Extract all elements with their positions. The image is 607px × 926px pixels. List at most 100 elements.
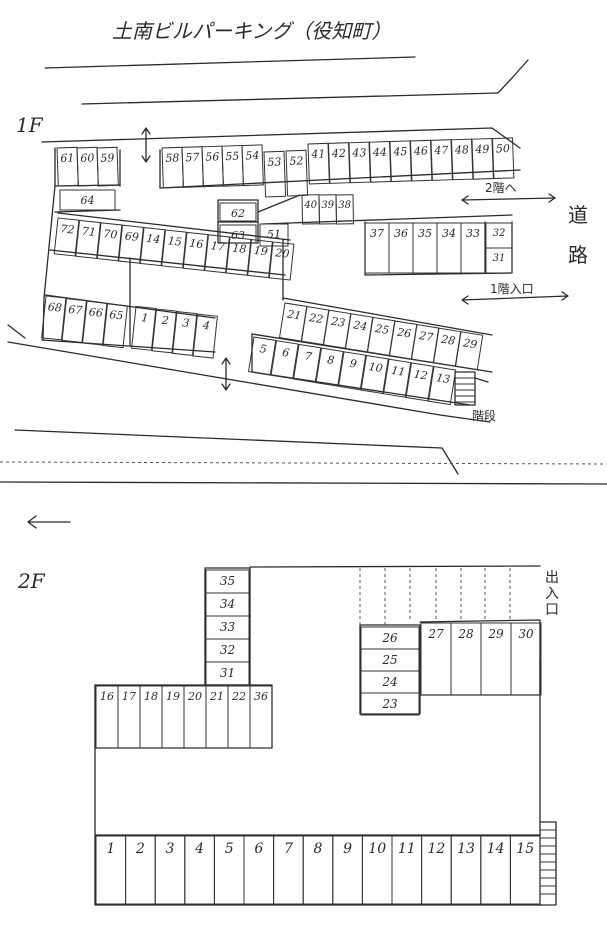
entrance-1f-label: 1階入口	[490, 281, 534, 296]
floor2-spot-13: 13	[450, 835, 482, 905]
spot-number: 28	[457, 627, 474, 641]
spot-number: 40	[303, 200, 318, 211]
floor2-spot-14: 14	[480, 835, 511, 905]
floor2-spot-18: 18	[139, 685, 163, 749]
spot-number: 63	[231, 229, 245, 242]
spot-number: 22	[231, 690, 246, 703]
spot-outline	[259, 223, 289, 247]
spot-outline	[182, 231, 209, 271]
up-down-arrow-icon	[141, 127, 151, 163]
floor1-spot-50: 50	[491, 137, 515, 180]
floor1-spot-62: 62	[219, 202, 257, 222]
spot-outline	[96, 222, 123, 262]
spot-number: 45	[392, 145, 407, 159]
spot-number: 6	[254, 841, 263, 857]
spot-number: 47	[433, 144, 448, 158]
floor2-spot-1: 1	[95, 835, 127, 905]
spot-number: 9	[343, 841, 352, 857]
spot-outline	[241, 144, 264, 187]
floor2-spot-33: 33	[205, 615, 250, 640]
floor1-spot-59: 59	[96, 146, 119, 187]
spot-number: 59	[100, 151, 114, 164]
spot-number: 10	[368, 360, 384, 375]
floor2-spot-31: 31	[205, 661, 250, 686]
floor2-spot-11: 11	[391, 835, 423, 905]
spot-number: 3	[182, 316, 190, 330]
spot-outline	[172, 311, 198, 357]
spot-outline	[102, 303, 128, 349]
spot-number: 72	[60, 222, 75, 236]
floor1-label: 1F	[16, 113, 44, 137]
floor2-spot-16: 16	[95, 685, 119, 749]
spot-number: 19	[166, 690, 180, 703]
spot-number: 60	[80, 151, 94, 164]
floor1-spot-18: 18	[225, 236, 252, 276]
floor1-spot-16: 16	[182, 231, 209, 271]
floor1-spot-60: 60	[76, 146, 99, 187]
floor1-spot-47: 47	[430, 139, 453, 181]
spot-number: 39	[321, 200, 335, 211]
spot-number: 46	[413, 144, 428, 158]
floor2-spot-19: 19	[161, 685, 185, 749]
floor2-spot-36: 36	[249, 685, 273, 749]
spot-outline	[225, 236, 252, 276]
spot-outline	[427, 366, 457, 406]
floor1-spot-44: 44	[368, 140, 392, 183]
floor2-spot-30: 30	[510, 622, 542, 696]
spot-number: 24	[351, 318, 368, 333]
floor1-spot-42: 42	[327, 142, 351, 184]
spot-outline	[131, 305, 157, 351]
floor2-spot-27: 27	[420, 622, 452, 696]
floor1-spot-3: 3	[172, 311, 198, 357]
spot-number: 16	[189, 237, 204, 251]
floor1-spot-52: 52	[285, 149, 309, 197]
spot-outline	[118, 224, 144, 264]
spot-number: 69	[124, 230, 139, 244]
spot-number: 23	[329, 315, 346, 330]
spot-outline	[53, 217, 80, 257]
floor1-spot-33: 33	[460, 222, 486, 274]
floor2-spot-2: 2	[125, 835, 156, 905]
spot-number: 26	[381, 631, 398, 645]
spot-number: 18	[144, 690, 158, 703]
spot-outline	[335, 194, 355, 225]
spot-number: 4	[201, 319, 210, 333]
spot-number: 29	[487, 627, 504, 641]
spot-number: 1	[106, 841, 115, 857]
spot-outline	[460, 222, 486, 274]
spot-number: 67	[68, 303, 83, 317]
floor1-spot-72: 72	[53, 217, 80, 257]
spot-number: 65	[109, 308, 124, 322]
spot-number: 43	[351, 146, 366, 160]
floor1-spot-48: 48	[450, 138, 474, 181]
floor1-spot-56: 56	[201, 145, 224, 188]
spot-number: 3	[166, 841, 175, 857]
spot-number: 34	[220, 597, 235, 611]
floor1-spot-71: 71	[75, 219, 101, 259]
floor1-arrows	[141, 127, 569, 391]
floor2-label: 2F	[17, 569, 46, 593]
spot-number: 12	[413, 367, 429, 382]
floor1-spot-17: 17	[204, 234, 230, 274]
spot-number: 20	[187, 690, 202, 703]
spot-outline	[382, 358, 412, 398]
spot-outline	[292, 343, 322, 383]
spot-outline	[247, 239, 273, 279]
floor1-spot-40: 40	[301, 194, 321, 225]
floor1-spot-15: 15	[161, 229, 187, 269]
spot-number: 17	[122, 690, 136, 703]
spot-number: 20	[274, 246, 290, 260]
floor2-spot-6: 6	[243, 835, 275, 905]
spot-outline	[360, 354, 389, 395]
floor1-spot-35: 35	[412, 222, 438, 274]
spot-number: 2	[135, 841, 145, 857]
entrance-label-3: 口	[545, 602, 559, 618]
up-down-arrow-icon	[221, 357, 231, 391]
floor2-spot-15: 15	[509, 835, 541, 905]
floor1-spot-8: 8	[315, 347, 344, 387]
floor1-spot-70: 70	[96, 222, 123, 262]
spot-number: 8	[314, 841, 323, 857]
spot-number: 26	[395, 325, 412, 340]
